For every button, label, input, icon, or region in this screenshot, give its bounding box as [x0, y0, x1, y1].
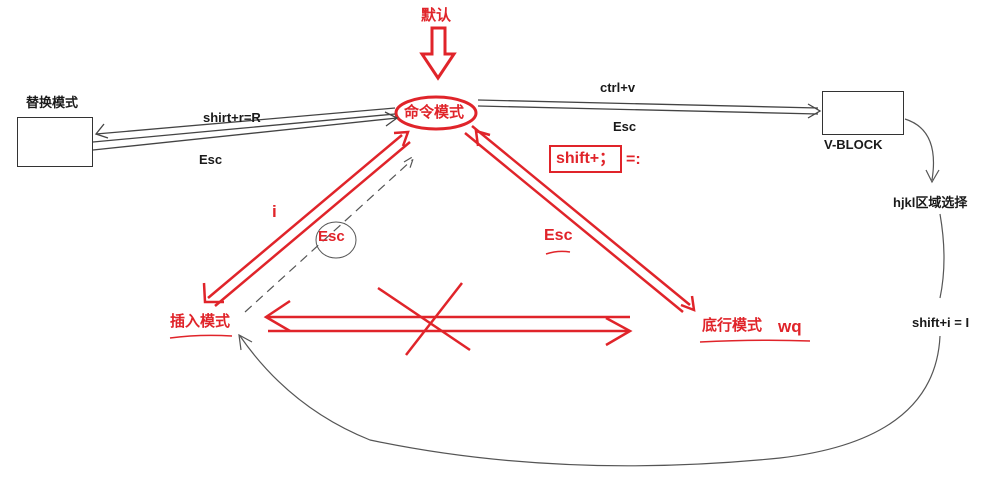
- shift-semicolon-label: shift+；: [549, 145, 623, 173]
- vblock-label: V-BLOCK: [824, 137, 883, 152]
- cross-mark: [377, 282, 471, 356]
- hjkl-shifti-edge: [939, 213, 945, 299]
- default-label: 默认: [421, 7, 452, 24]
- shift-r-label: shirt+r=R: [203, 110, 261, 125]
- insert-command-dashed-edge: [244, 154, 416, 313]
- return-to-insert-edge: [239, 335, 941, 467]
- shift-i-label: shift+i = I: [912, 315, 970, 330]
- insert-bottom-edge: [263, 299, 633, 347]
- bottom-mode-label: 底行模式: [702, 317, 763, 334]
- esc-circle: [315, 221, 357, 259]
- command-mode-label: 命令模式: [404, 104, 465, 121]
- esc-bottom-underline: [545, 250, 571, 255]
- replace-mode-label: 替换模式: [26, 95, 79, 110]
- i-label: i: [272, 202, 277, 221]
- esc-vblock-label: Esc: [613, 119, 637, 134]
- command-bottom-edge: [464, 125, 696, 313]
- vblock-hjkl-edge: [904, 118, 935, 181]
- hjkl-label: hjkl区域选择: [893, 195, 968, 210]
- replace-command-edge: [92, 107, 399, 151]
- replace-mode-box: [17, 117, 93, 167]
- ctrl-v-label: ctrl+v: [600, 80, 636, 95]
- insert-mode-label: 插入模式: [170, 313, 231, 330]
- command-mode-ellipse: [394, 95, 478, 131]
- insert-underline: [169, 334, 233, 339]
- wq-label: wq: [778, 317, 802, 336]
- bottom-underline: [699, 339, 811, 343]
- esc-replace-label: Esc: [199, 152, 223, 167]
- esc-bottom-label: Esc: [544, 227, 573, 244]
- vblock-box: [822, 91, 904, 135]
- command-vblock-edge: [477, 99, 822, 119]
- esc-insert-label: Esc: [318, 228, 345, 245]
- colon-label: =:: [626, 151, 641, 168]
- command-insert-edge: [202, 130, 411, 307]
- default-arrow: [419, 26, 457, 81]
